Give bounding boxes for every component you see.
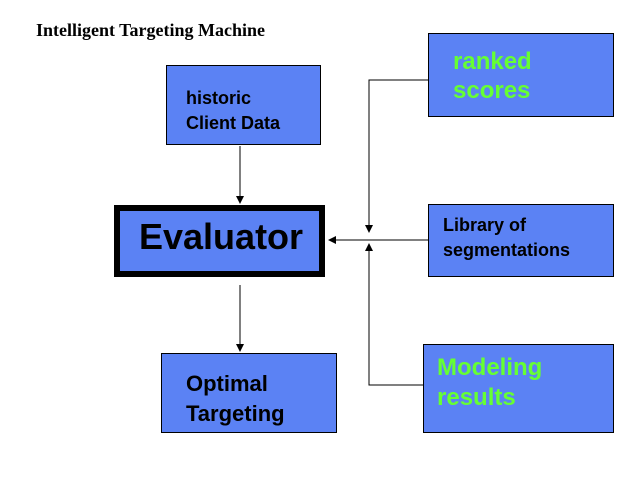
connector-ranked-scores — [365, 79, 428, 233]
ranked-line-1: ranked — [453, 48, 532, 75]
connector-modeling-results — [365, 243, 423, 386]
diagram-title: Intelligent Targeting Machine — [36, 20, 265, 40]
optimal-targeting-box: Optimal Targeting — [161, 353, 337, 433]
ranked-scores-box: ranked scores — [428, 33, 614, 117]
library-line-2: segmentations — [443, 240, 571, 260]
evaluator-box: Evaluator — [114, 205, 325, 277]
historic-line-1: historic — [186, 88, 252, 108]
ranked-line-2: scores — [453, 77, 531, 104]
evaluator-label: Evaluator — [139, 216, 304, 257]
modeling-results-box: Modeling results — [423, 344, 614, 433]
library-of-segmentations-box: Library of segmentations — [428, 204, 614, 277]
optimal-line-2: Targeting — [186, 401, 285, 426]
modeling-line-1: Modeling — [437, 354, 543, 381]
historic-line-2: Client Data — [186, 113, 281, 133]
optimal-line-1: Optimal — [186, 371, 268, 396]
library-line-1: Library of — [443, 215, 527, 235]
historic-client-data-box: historic Client Data — [166, 65, 321, 145]
modeling-line-2: results — [437, 384, 516, 411]
